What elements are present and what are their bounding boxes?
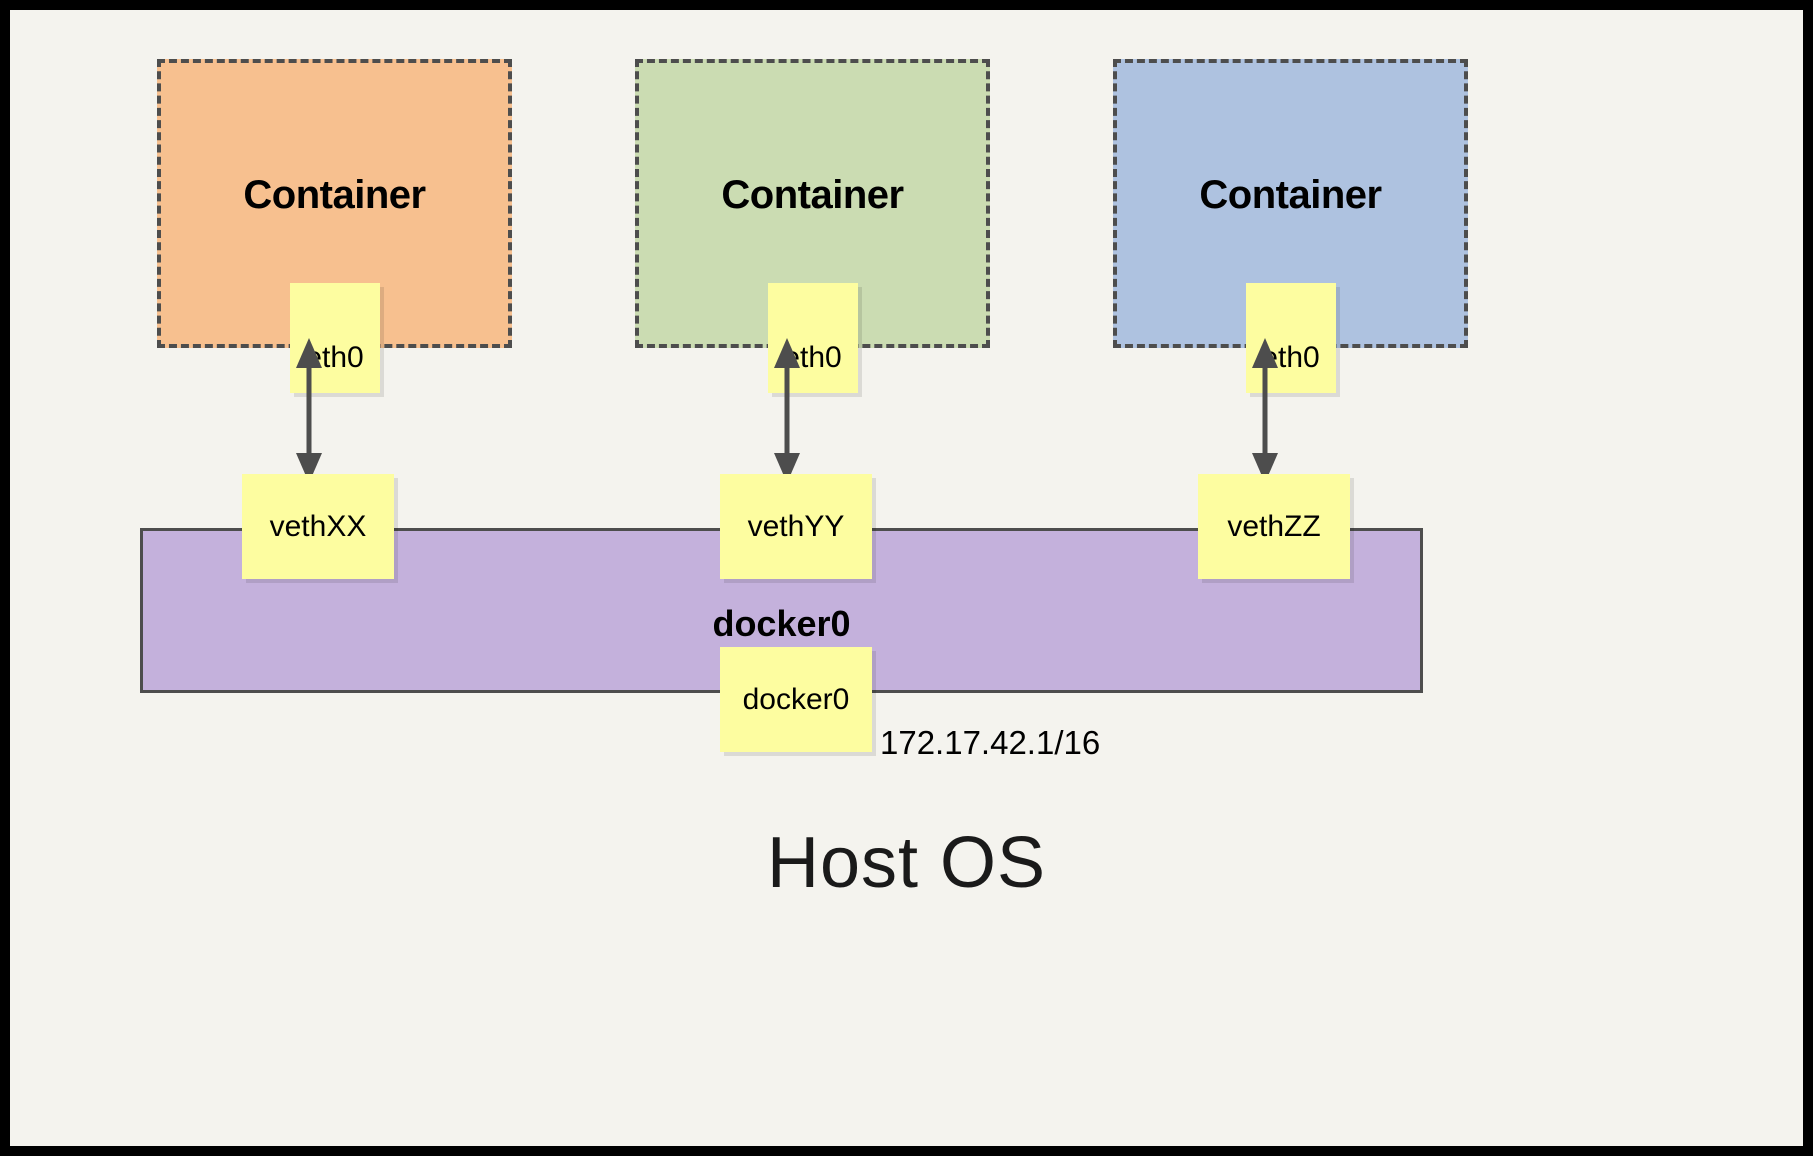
host-os-canvas: Container eth0 Container eth0 Container …: [10, 10, 1803, 1146]
veth-note-2[interactable]: vethYY: [720, 474, 872, 579]
eth0-interface-note-2[interactable]: eth0: [767, 283, 858, 393]
double-arrow-icon: [296, 338, 322, 483]
docker0-bridge-title: docker0: [712, 603, 851, 644]
veth-note-3[interactable]: vethZZ: [1198, 474, 1350, 579]
veth-link-arrow-1: [289, 338, 329, 483]
container-title-1: Container: [243, 173, 426, 217]
veth-note-1[interactable]: vethXX: [242, 474, 394, 579]
container-box-2[interactable]: Container eth0: [635, 59, 990, 393]
docker0-ip-label: 172.17.42.1/16: [880, 724, 1101, 761]
docker0-interface-note[interactable]: docker0: [720, 647, 872, 752]
double-arrow-icon: [1252, 338, 1278, 483]
host-os-label: Host OS: [766, 823, 1047, 903]
veth-link-arrow-2: [767, 338, 807, 483]
container-box-3[interactable]: Container eth0: [1113, 59, 1468, 393]
container-title-2: Container: [721, 173, 904, 217]
double-arrow-icon: [774, 338, 800, 483]
eth0-interface-note-1[interactable]: eth0: [289, 283, 380, 393]
container-title-3: Container: [1199, 173, 1382, 217]
eth0-interface-note-3[interactable]: eth0: [1245, 283, 1336, 393]
veth-link-arrow-3: [1245, 338, 1285, 483]
container-box-1[interactable]: Container eth0: [157, 59, 512, 393]
